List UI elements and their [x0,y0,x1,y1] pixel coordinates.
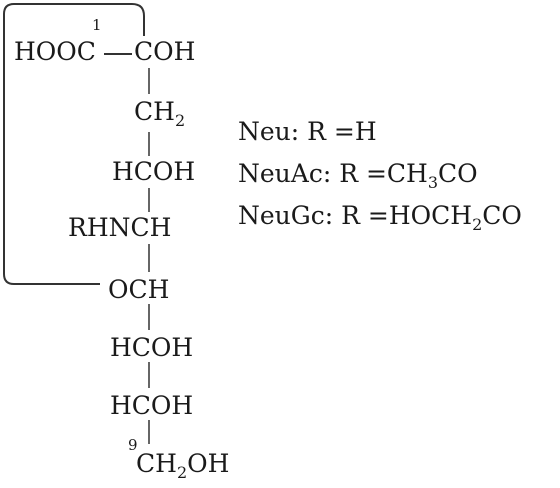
c8-c9-bond [148,420,150,444]
neugc-subscript: 2 [472,215,483,234]
c2-c3-bond [148,68,150,94]
c4-c5-bond [148,188,150,212]
c3-ch-text: CH [134,97,175,126]
c3-subscript: 2 [174,111,186,130]
c7-hcoh-label: HCOH [110,333,194,362]
neu-formula: R =H [307,117,377,146]
c4-hcoh-label: HCOH [112,157,196,186]
legend-row-neugc: NeuGc: R =HOCH2CO [238,201,522,235]
neugc-formula-suffix: CO [482,201,522,230]
c2-coh-label: COH [134,37,196,66]
neugc-formula-prefix: R =HOCH [341,201,473,230]
neuac-formula-prefix: R =CH [339,159,428,188]
c9-ch2oh-label: CH2OH [136,449,230,483]
neuac-label: NeuAc: [238,159,332,188]
carbon-9-number: 9 [128,436,138,454]
c7-c8-bond [148,362,150,388]
neuac-subscript: 3 [427,173,439,192]
legend-row-neu: Neu: R =H [238,118,377,146]
c3-ch2-label: CH2 [134,97,186,131]
c6-c7-bond [148,304,150,330]
neuac-formula-suffix: CO [438,159,478,188]
c9-ch-text: CH [136,449,177,478]
c5-c6-bond [148,244,150,272]
c6-och-label: OCH [108,275,170,304]
c9-oh-text: OH [187,449,230,478]
carboxyl-group-label: HOOC [14,37,96,66]
c3-c4-bond [148,132,150,156]
neu-label: Neu: [238,117,300,146]
legend-row-neuac: NeuAc: R =CH3CO [238,159,478,193]
c8-hcoh-label: HCOH [110,391,194,420]
neugc-label: NeuGc: [238,201,334,230]
carbon-1-number: 1 [92,16,102,34]
c5-rhnch-label: RHNCH [68,213,172,242]
c1-c2-bond [104,53,132,55]
c9-subscript: 2 [176,463,188,482]
